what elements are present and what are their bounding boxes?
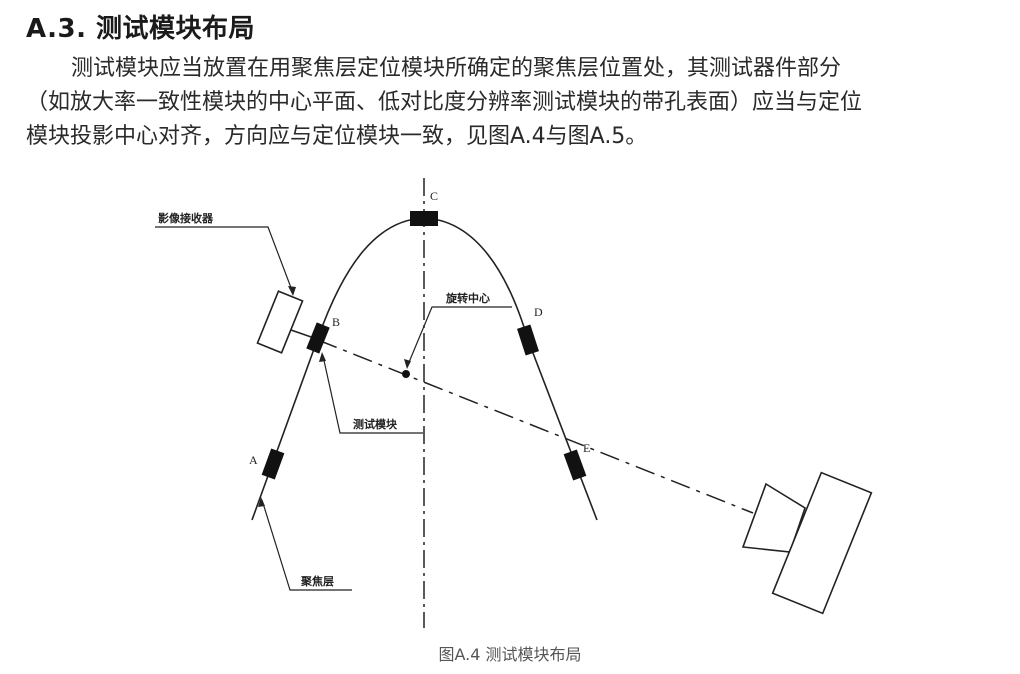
paragraph-line-3: 模块投影中心对齐，方向应与定位模块一致，见图A.4与图A.5。 [26,124,648,149]
point-b-label: B [332,315,340,329]
xray-source-icon [741,471,873,615]
central-ray-line [317,339,754,514]
point-d-label: D [534,305,543,319]
point-c-label: C [430,189,438,203]
section-paragraph: 测试模块应当放置在用聚焦层定位模块所确定的聚焦层位置处，其测试器件部分 （如放大… [26,52,1001,154]
section-heading: A.3. 测试模块布局 [26,14,256,44]
rotation-center-dot [402,370,410,378]
test-module-layout-figure: 影像接收器 旋转中心 测试模块 聚焦层 A B C D E [0,170,1020,630]
module-block-a [261,448,285,480]
module-block-d [517,324,539,356]
focal-layer-leader [261,499,352,591]
point-a-label: A [249,453,258,467]
paragraph-line-2: （如放大率一致性模块的中心平面、低对比度分辨率测试模块的带孔表面）应当与定位 [26,90,863,115]
focal-layer-label: 聚焦层 [300,574,334,588]
image-receptor-label: 影像接收器 [158,211,214,225]
module-block-e [563,449,587,481]
test-module-leader [322,355,423,434]
figure-caption: 图A.4 测试模块布局 [438,645,582,664]
test-module-label: 测试模块 [353,417,398,431]
layout-diagram: 影像接收器 旋转中心 测试模块 聚焦层 A B C D E [155,178,873,628]
module-block-c [410,211,438,226]
point-e-label: E [583,441,590,455]
rotation-center-label: 旋转中心 [445,291,490,305]
module-block-b [306,322,330,354]
paragraph-line-1: 测试模块应当放置在用聚焦层定位模块所确定的聚焦层位置处，其测试器件部分 [71,56,842,81]
image-receptor-icon [256,290,315,354]
image-receptor-leader [155,226,294,294]
rotation-center-leader [406,306,512,368]
